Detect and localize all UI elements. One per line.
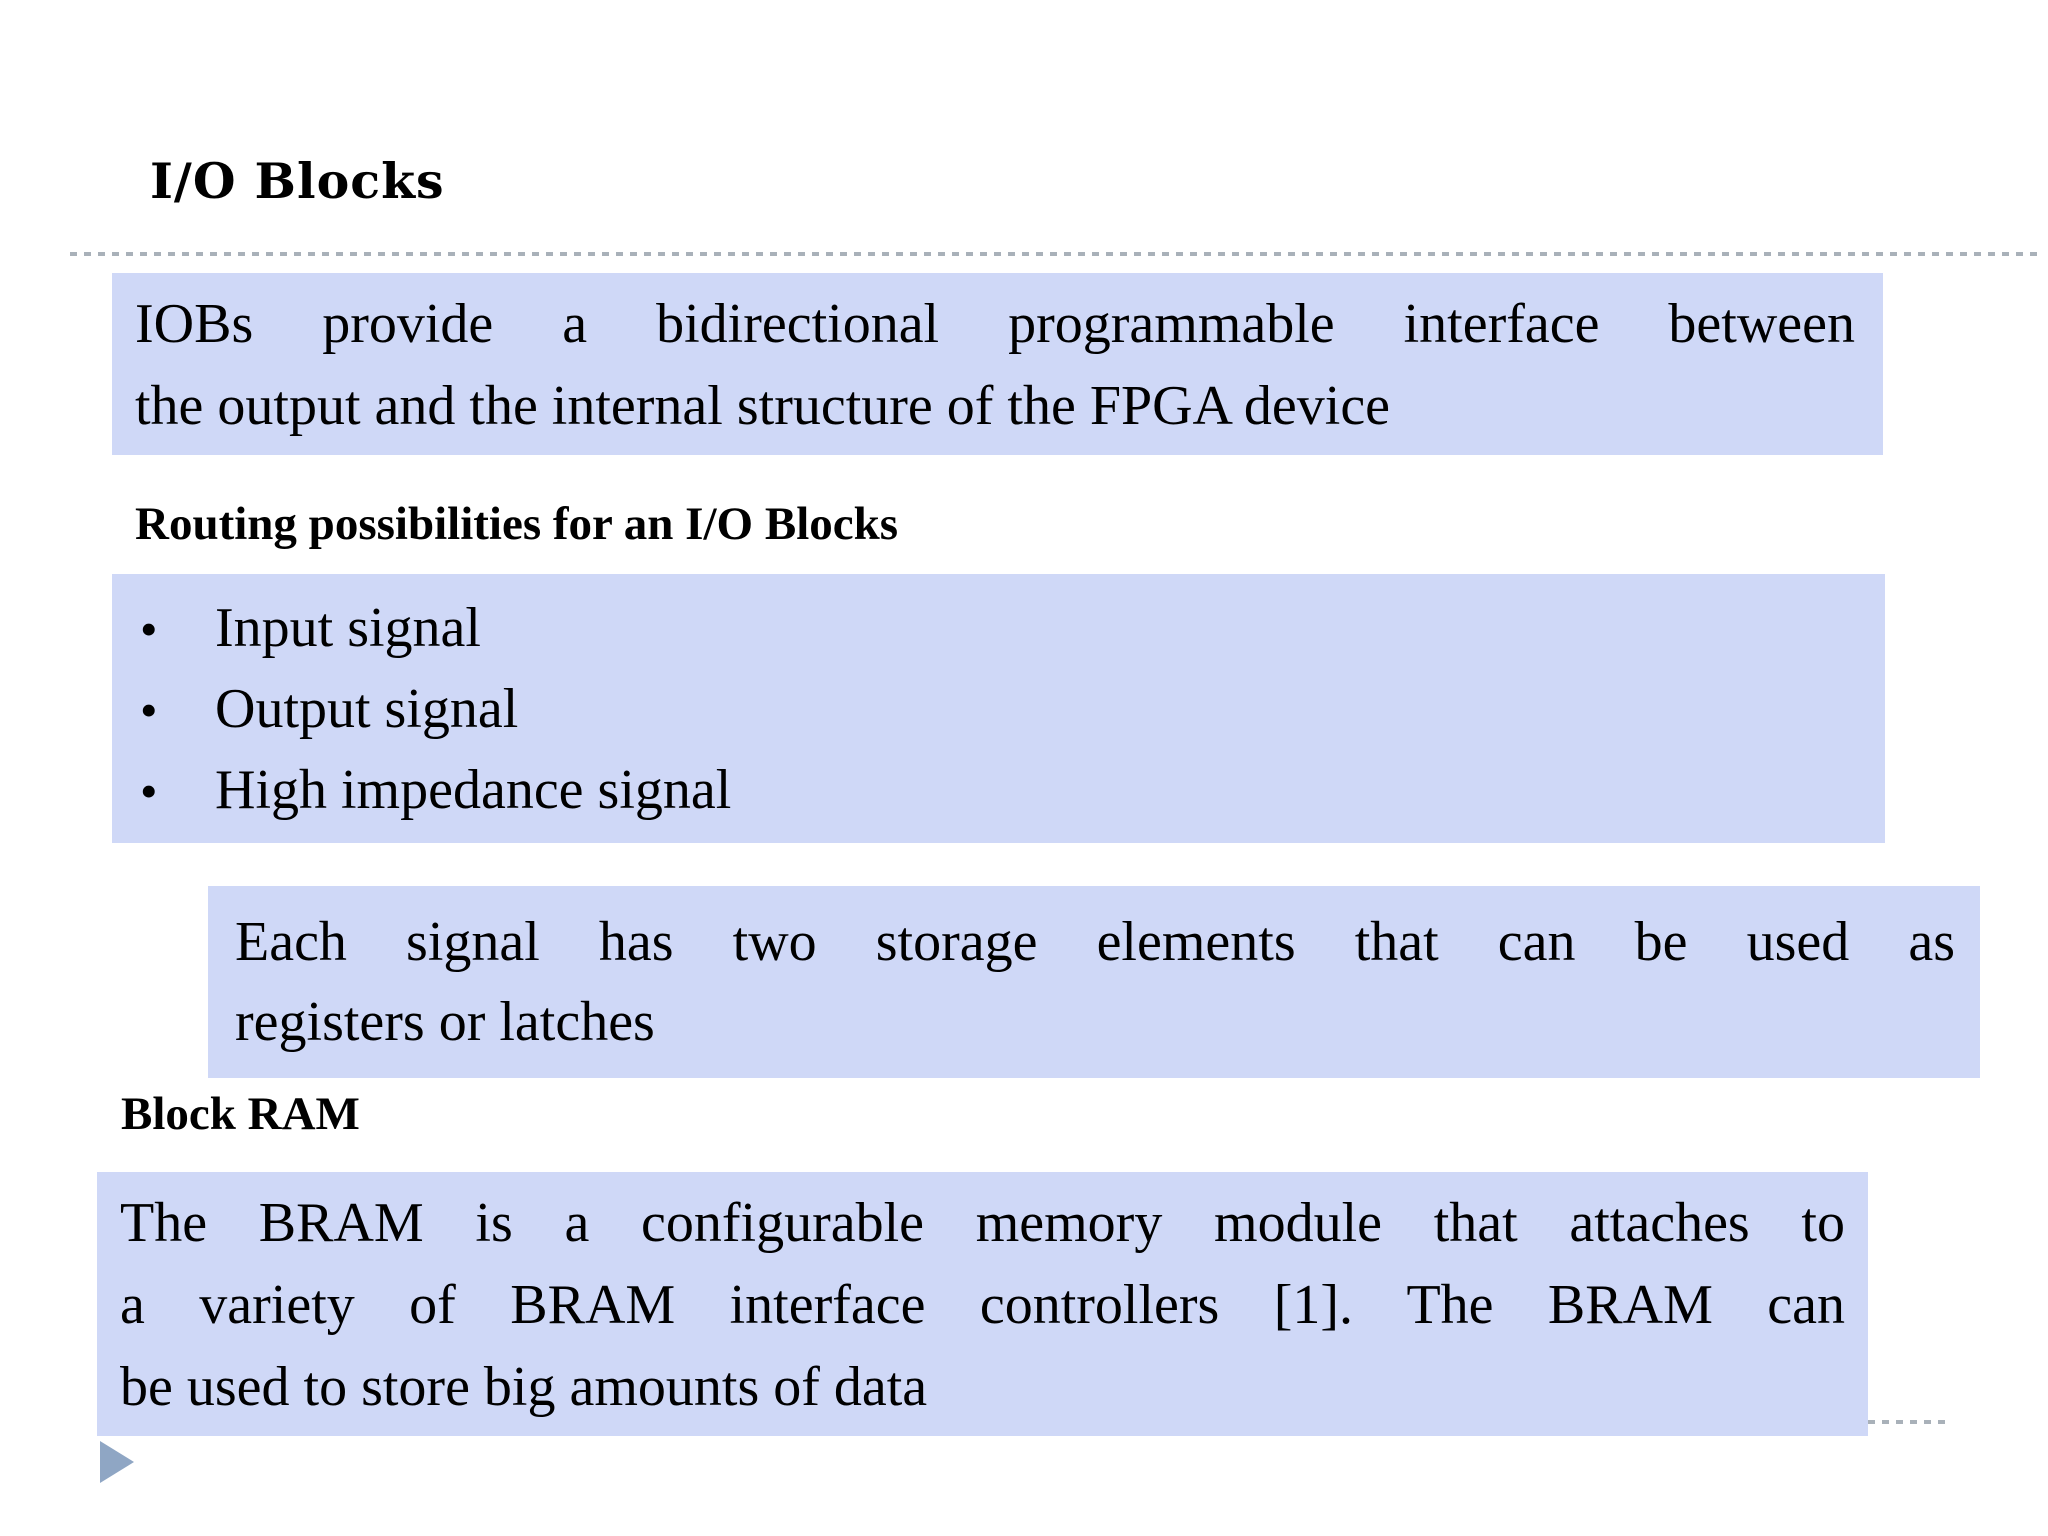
bram-description-line: be used to store big amounts of data <box>120 1356 928 1418</box>
bullet-label: High impedance signal <box>215 759 732 821</box>
list-item: • High impedance signal <box>140 750 1857 831</box>
iob-description-block: IOBs provide a bidirectional programmabl… <box>112 273 1883 455</box>
list-item: • Output signal <box>140 669 1857 750</box>
bram-description-block: The BRAM is a configurable memory module… <box>97 1172 1868 1436</box>
bram-description-line: The BRAM is a configurable memory module… <box>120 1192 1845 1254</box>
block-ram-heading: Block RAM <box>121 1088 360 1140</box>
bram-description-line: a variety of BRAM interface controllers … <box>120 1274 1845 1336</box>
each-signal-line: registers or latches <box>235 991 655 1053</box>
list-item: • Input signal <box>140 588 1857 669</box>
iob-description-line: the output and the internal structure of… <box>135 375 1391 437</box>
bullet-label: Input signal <box>215 597 481 659</box>
top-dashed-divider <box>70 252 2042 256</box>
bottom-dashed-divider <box>1868 1420 1950 1424</box>
page-title: I/O Blocks <box>150 152 445 210</box>
each-signal-line: Each signal has two storage elements tha… <box>235 911 1955 973</box>
iob-description-line: IOBs provide a bidirectional programmabl… <box>135 293 1855 355</box>
routing-possibilities-heading: Routing possibilities for an I/O Blocks <box>135 498 899 550</box>
triangle-pointer-icon <box>100 1441 134 1483</box>
routing-bullet-list: • Input signal • Output signal • High im… <box>112 574 1885 843</box>
bullet-icon: • <box>140 601 158 657</box>
each-signal-note-block: Each signal has two storage elements tha… <box>208 886 1980 1078</box>
bullet-icon: • <box>140 682 158 738</box>
bullet-icon: • <box>140 763 158 819</box>
bullet-label: Output signal <box>215 678 519 740</box>
